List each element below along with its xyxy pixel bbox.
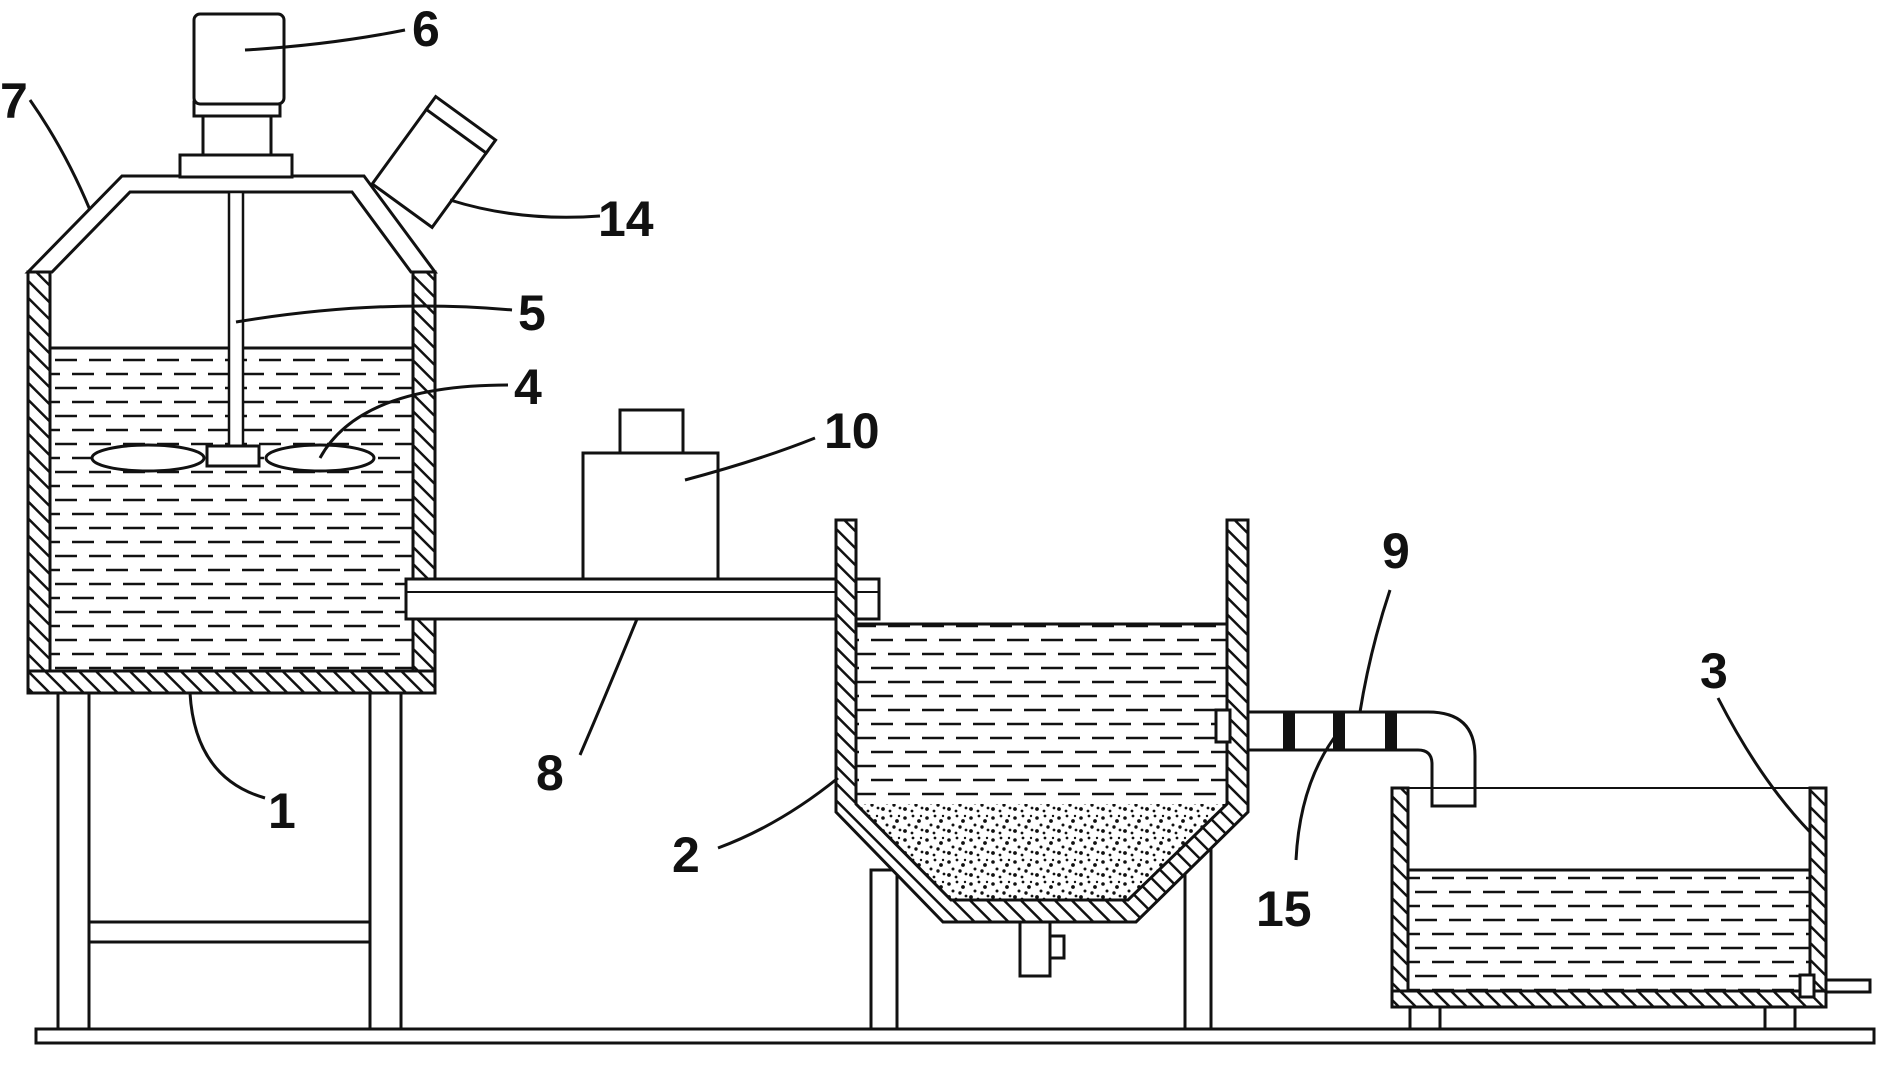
label-2: 2	[672, 827, 700, 883]
tank2-leg-left	[869, 868, 899, 1031]
tank3-foot-left	[1408, 1005, 1442, 1031]
label-10: 10	[824, 403, 880, 459]
feed-inlet	[370, 94, 498, 230]
label-15: 15	[1256, 881, 1312, 937]
tank3-outlet-pipe	[1824, 978, 1872, 994]
filter-screen-1	[1283, 712, 1295, 750]
tank2-sediment	[856, 804, 1227, 900]
tank3-bottom	[1390, 989, 1828, 1009]
motor-body	[192, 12, 286, 106]
drain-valve-handle	[1048, 934, 1066, 960]
tank1-crossbar	[87, 920, 372, 944]
tank3-liquid	[1408, 870, 1810, 991]
ground-base	[34, 1027, 1876, 1045]
label-4: 4	[514, 359, 542, 415]
label-3: 3	[1700, 643, 1728, 699]
tank1-bottom	[26, 669, 437, 695]
tank3-outlet-fitting	[1798, 973, 1816, 999]
leader-lines	[28, 28, 1812, 861]
tank1-leg-right	[368, 690, 403, 1031]
label-14: 14	[598, 191, 654, 247]
impeller-hub	[205, 444, 261, 468]
label-7: 7	[0, 73, 28, 129]
collection-tank	[1390, 786, 1872, 1031]
label-8: 8	[536, 745, 564, 801]
pump	[581, 408, 720, 581]
motor-coupling	[201, 110, 273, 157]
stirrer-shaft	[227, 190, 245, 449]
tank1-wall-left	[26, 270, 52, 681]
label-5: 5	[518, 285, 546, 341]
drain-valve-body	[1018, 920, 1052, 978]
tank3-foot-right	[1763, 1005, 1797, 1031]
mixing-tank	[24, 12, 498, 1031]
overflow-pipe	[1246, 710, 1477, 808]
tank2-outlet-fitting	[1214, 708, 1232, 744]
label-9: 9	[1382, 523, 1410, 579]
transfer-pipe	[404, 577, 881, 621]
tank3-wall-left	[1390, 786, 1410, 1009]
motor-mount-plate	[178, 153, 294, 179]
tank1-leg-left	[56, 690, 91, 1031]
tank2-liquid	[856, 624, 1227, 804]
settling-tank	[834, 518, 1250, 1031]
filter-screen-3	[1385, 712, 1397, 750]
impeller-blade-left	[90, 443, 206, 473]
label-6: 6	[412, 1, 440, 57]
tank2-wall	[834, 518, 1250, 924]
label-1: 1	[268, 783, 296, 839]
tank2-leg-right	[1183, 843, 1213, 1031]
